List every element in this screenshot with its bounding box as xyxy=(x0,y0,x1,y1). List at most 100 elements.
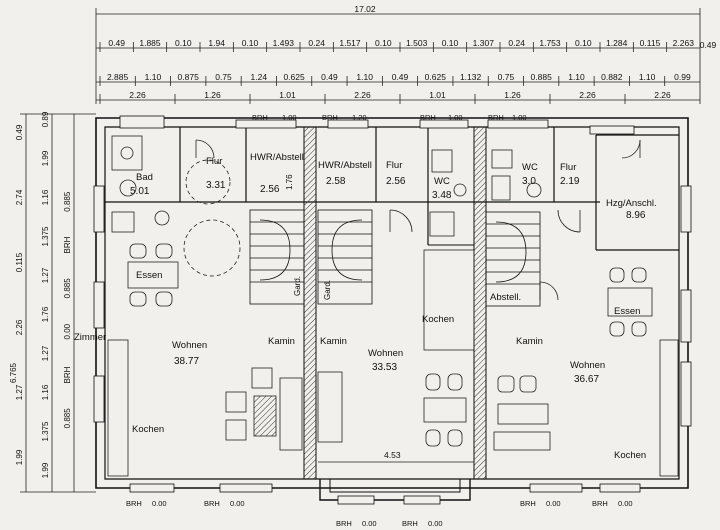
label-kamin-3: Kamin xyxy=(516,336,543,347)
room-area-wohnen-1: 38.77 xyxy=(174,356,199,367)
room-name-wc-1: WC xyxy=(434,176,450,187)
door-swings xyxy=(183,139,641,301)
dim-row3-label-6: 2.26 xyxy=(579,90,596,100)
dim-total-depth: 6.765 xyxy=(9,362,18,383)
brh-bottom-3-value: 0.00 xyxy=(362,519,377,528)
dim-row1-label-7: 1.517 xyxy=(339,38,361,48)
room-area-wohnen-2: 33.53 xyxy=(372,362,397,373)
dim-row1-label-17: 2.263 xyxy=(673,38,695,48)
room-name-wohnen-2: Wohnen xyxy=(368,348,403,359)
sanitary-fixtures xyxy=(111,135,542,237)
dim-center-width: 4.53 xyxy=(384,450,401,460)
dim-row1-label-4: 0.10 xyxy=(242,38,259,48)
left-dimension-chains xyxy=(20,113,96,493)
dim-left-middle-label-2: 1.16 xyxy=(41,189,50,205)
dim-row2-label-4: 1.24 xyxy=(251,72,268,82)
dim-left-middle-label-8: 1.375 xyxy=(41,421,50,442)
room-area-flur-3: 2.19 xyxy=(560,176,580,187)
room-name-hwr-1: HWR/Abstell xyxy=(250,152,304,163)
room-name-hwr-2: HWR/Abstell xyxy=(318,160,372,171)
brh-top-4-value: 1.00 xyxy=(512,113,527,122)
dim-left-outer-label-5: 1.99 xyxy=(15,449,24,465)
dim-left-middle-label-9: 1.99 xyxy=(41,462,50,478)
room-area-wc-1: 3.48 xyxy=(432,190,452,201)
dim-row1-label-10: 0.10 xyxy=(442,38,459,48)
dim-row2-label-6: 0.49 xyxy=(321,72,338,82)
dim-row1-label-2: 0.10 xyxy=(175,38,192,48)
room-name-wohnen-3: Wohnen xyxy=(570,360,605,371)
dim-row1-label-12: 0.24 xyxy=(508,38,525,48)
label-essen-1: Essen xyxy=(136,270,162,281)
dim-row3-label-4: 1.01 xyxy=(429,90,446,100)
dim-left-middle-label-7: 1.16 xyxy=(41,384,50,400)
brh-top-3-value: 1.00 xyxy=(448,113,463,122)
dim-row1-label-15: 1.284 xyxy=(606,38,628,48)
label-zimmer: Zimmer xyxy=(74,332,106,343)
brh-top-2-value: 1.20 xyxy=(352,113,367,122)
dim-row1-label-6: 0.24 xyxy=(308,38,325,48)
dim-left-inner-label-3: 0.00 xyxy=(63,323,72,339)
dim-row2-label-9: 0.625 xyxy=(425,72,447,82)
brh-bottom-3: BRH xyxy=(336,519,352,528)
room-area-flur-2: 2.56 xyxy=(386,176,406,187)
brh-bottom-1-value: 0.00 xyxy=(152,499,167,508)
dim-left-middle: 0.891.991.161.3751.271.761.271.161.3751.… xyxy=(41,111,50,478)
dim-left-middle-label-5: 1.76 xyxy=(41,306,50,322)
dim-row2-label-0: 2.885 xyxy=(107,72,129,82)
dim-row3-label-0: 2.26 xyxy=(129,90,146,100)
label-kamin-1: Kamin xyxy=(268,336,295,347)
label-kamin-2: Kamin xyxy=(320,336,347,347)
dim-row2-label-15: 1.10 xyxy=(639,72,656,82)
walls xyxy=(95,117,689,501)
brh-bottom-4: BRH xyxy=(402,519,418,528)
furniture xyxy=(107,243,679,477)
brh-top-1-value: 1.00 xyxy=(282,113,297,122)
room-name-flur-2: Flur xyxy=(386,160,402,171)
dim-row2-label-16: 0.99 xyxy=(674,72,691,82)
room-name-bad: Bad xyxy=(136,172,153,183)
dim-row1-label-8: 0.10 xyxy=(375,38,392,48)
dim-left-inner-label-1: BRH xyxy=(63,236,72,253)
dim-row2-label-7: 1.10 xyxy=(356,72,373,82)
dim-row3-label-3: 2.26 xyxy=(354,90,371,100)
dim-row3-label-7: 2.26 xyxy=(654,90,671,100)
dim-left-outer-label-1: 2.74 xyxy=(15,189,24,205)
label-abstell: Abstell. xyxy=(490,292,521,303)
dim-row3-label-2: 1.01 xyxy=(279,90,296,100)
brh-bottom-2-value: 0.00 xyxy=(230,499,245,508)
brh-top-4: BRH xyxy=(488,113,504,122)
dim-row2-label-11: 0.75 xyxy=(498,72,515,82)
top-windows xyxy=(119,115,635,135)
room-name-flur-3: Flur xyxy=(560,162,576,173)
dim-row3-label-1: 1.26 xyxy=(204,90,221,100)
room-labels: Bad 5.01 Flur 3.31 HWR/Abstell 2.56 HWR/… xyxy=(74,152,657,461)
dim-row2-label-8: 0.49 xyxy=(392,72,409,82)
brh-top-1: BRH xyxy=(252,113,268,122)
dim-left-middle-label-6: 1.27 xyxy=(41,345,50,361)
staircases xyxy=(249,209,541,307)
dim-row1-label-13: 1.753 xyxy=(539,38,561,48)
label-gard-2: Gard. xyxy=(323,280,332,300)
brh-bottom-2: BRH xyxy=(204,499,220,508)
dim-left-middle-label-4: 1.27 xyxy=(41,267,50,283)
room-area-hzg: 8.96 xyxy=(626,210,646,221)
dim-row2-label-5: 0.625 xyxy=(283,72,305,82)
label-kochen-2: Kochen xyxy=(422,314,454,325)
room-name-wc-2: WC xyxy=(522,162,538,173)
dim-left-outer-label-3: 2.26 xyxy=(15,319,24,335)
brh-top-2: BRH xyxy=(322,113,338,122)
brh-labels: BRH 1.00 BRH 1.20 BRH 1.00 BRH 1.00 BRH … xyxy=(126,113,633,528)
dim-left-middle-label-1: 1.99 xyxy=(41,150,50,166)
brh-bottom-5-value: 0.00 xyxy=(546,499,561,508)
dim-row2-label-1: 1.10 xyxy=(145,72,162,82)
dim-row2-label-12: 0.885 xyxy=(531,72,553,82)
dim-row2-label-14: 0.882 xyxy=(601,72,623,82)
brh-top-3: BRH xyxy=(420,113,436,122)
dim-left-outer-label-2: 0.115 xyxy=(15,252,24,272)
room-name-hzg: Hzg/Anschl. xyxy=(606,198,657,209)
